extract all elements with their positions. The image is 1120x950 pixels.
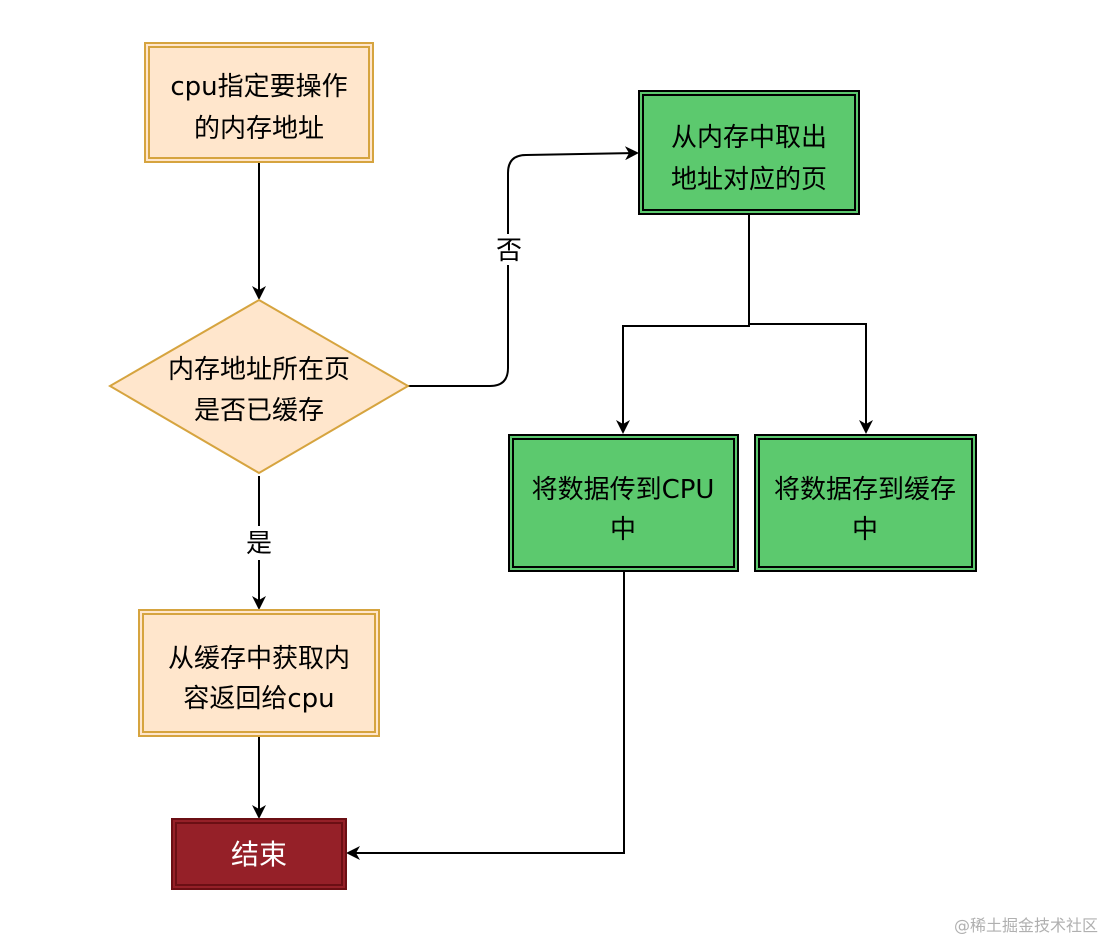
node-start-line-1: cpu指定要操作 [170,72,347,102]
edge-fetch-memory-to-to-cache [749,323,873,434]
node-decision[interactable]: 内存地址所在页 是否已缓存 [108,298,410,475]
node-to-cpu-line-2: 中 [610,515,636,545]
node-start[interactable]: cpu指定要操作 的内存地址 [144,42,374,163]
edge-to-cpu-to-end [346,572,625,860]
node-fetch-memory-line-2: 地址对应的页 [671,165,827,195]
node-to-cache-line-1: 将数据存到缓存 [774,475,956,505]
node-end-label: 结束 [231,838,287,871]
edge-label-no: 否 [496,236,522,266]
edge-fetch-memory-to-to-cpu [616,214,750,434]
edges [252,146,873,860]
node-decision-line-1: 内存地址所在页 [168,355,350,385]
node-to-cpu-line-1: 将数据传到CPU [532,475,715,505]
edge-decision-to-fetch-memory-top [507,146,639,234]
edge-decision-to-fetch-memory [408,265,509,387]
node-fetch-memory[interactable]: 从内存中取出 地址对应的页 [638,90,860,215]
node-start-line-2: 的内存地址 [194,114,324,144]
node-fetch-cache[interactable]: 从缓存中获取内 容返回给cpu [138,609,380,737]
node-to-cache[interactable]: 将数据存到缓存 中 [754,434,977,572]
node-end[interactable]: 结束 [171,818,347,890]
node-to-cpu[interactable]: 将数据传到CPU 中 [508,434,739,572]
watermark: @稀土掘金技术社区 [953,916,1098,935]
node-fetch-memory-line-1: 从内存中取出 [671,123,827,153]
node-fetch-cache-line-2: 容返回给cpu [183,684,334,714]
node-to-cache-line-2: 中 [852,515,878,545]
edge-label-yes: 是 [246,529,272,559]
node-fetch-cache-line-1: 从缓存中获取内 [168,644,350,674]
node-decision-line-2: 是否已缓存 [194,396,324,426]
